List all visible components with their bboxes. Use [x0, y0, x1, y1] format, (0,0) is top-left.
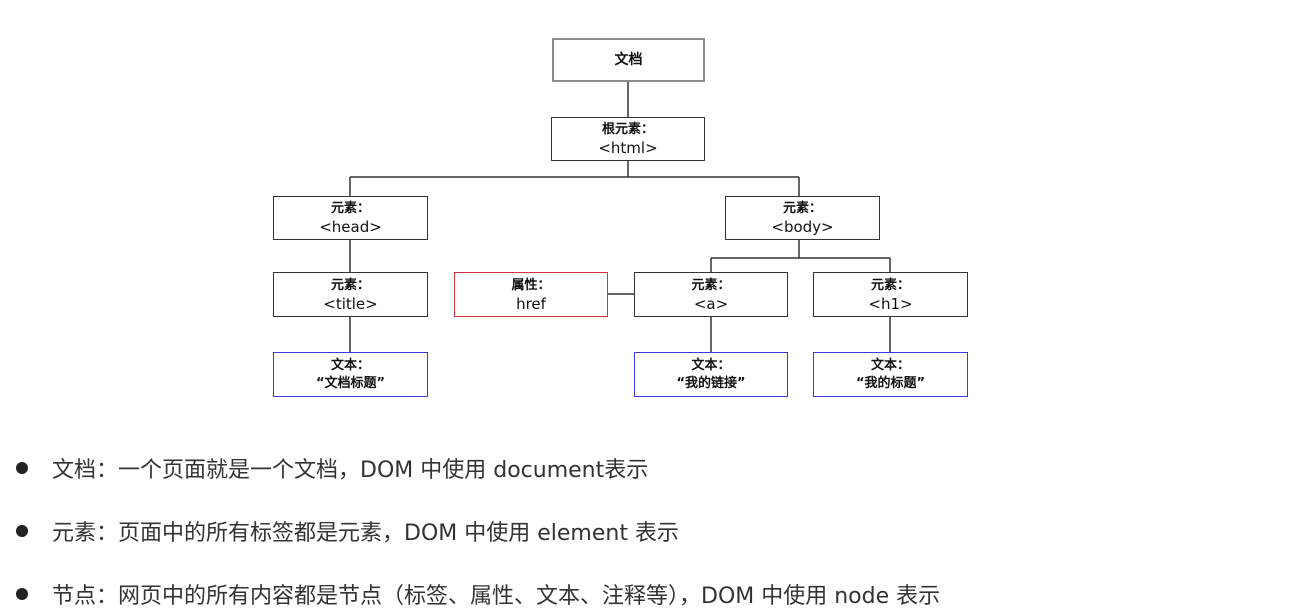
node-text-title-label: 文本： — [330, 357, 370, 373]
bullet-dot-icon — [16, 462, 28, 474]
node-body: 元素： <body> — [725, 196, 880, 240]
node-head-tag: <head> — [319, 218, 382, 236]
node-text-h1: 文本： “我的标题” — [813, 352, 968, 397]
node-attribute-href: 属性： href — [454, 272, 608, 317]
node-a: 元素： <a> — [634, 272, 788, 317]
node-head-label: 元素： — [330, 201, 370, 216]
bullet-element: 元素：页面中的所有标签都是元素，DOM 中使用 element 表示 — [16, 511, 679, 551]
node-attr-label: 属性： — [511, 277, 551, 293]
node-h1: 元素： <h1> — [813, 272, 968, 317]
node-text-a-label: 文本： — [691, 357, 731, 373]
node-root-tag: <html> — [598, 139, 658, 157]
node-text-h1-label: 文本： — [870, 357, 910, 373]
node-attr-name: href — [516, 294, 546, 313]
node-text-title: 文本： “文档标题” — [273, 352, 428, 397]
node-title-label: 元素： — [330, 277, 370, 293]
bullet-dot-icon — [16, 588, 28, 600]
node-a-label: 元素： — [691, 277, 731, 293]
node-h1-label: 元素： — [870, 277, 910, 293]
node-document: 文档 — [552, 38, 705, 82]
bullet-document: 文档：一个页面就是一个文档，DOM 中使用 document表示 — [16, 448, 648, 488]
dom-tree-diagram — [349, 82, 891, 352]
bullet-dot-icon — [16, 525, 28, 537]
node-text-h1-value: “我的标题” — [855, 375, 926, 391]
node-head: 元素： <head> — [273, 196, 428, 240]
node-root-label: 根元素： — [601, 122, 654, 137]
node-text-a-value: “我的链接” — [676, 375, 746, 391]
node-body-label: 元素： — [782, 201, 822, 216]
node-root-html: 根元素： <html> — [551, 117, 705, 161]
bullet-node: 节点：网页中的所有内容都是节点（标签、属性、文本、注释等），DOM 中使用 no… — [16, 574, 940, 614]
node-document-label: 文档 — [614, 52, 643, 68]
node-body-tag: <body> — [771, 218, 834, 236]
node-title: 元素： <title> — [273, 272, 428, 317]
bullet-element-text: 元素：页面中的所有标签都是元素，DOM 中使用 element 表示 — [52, 521, 679, 546]
node-text-a: 文本： “我的链接” — [634, 352, 788, 397]
node-title-tag: <title> — [323, 294, 378, 313]
node-h1-tag: <h1> — [868, 294, 913, 313]
bullet-node-text: 节点：网页中的所有内容都是节点（标签、属性、文本、注释等），DOM 中使用 no… — [52, 584, 941, 609]
node-a-tag: <a> — [693, 294, 729, 313]
node-text-title-value: “文档标题” — [315, 375, 386, 391]
bullet-document-text: 文档：一个页面就是一个文档，DOM 中使用 document表示 — [52, 458, 649, 483]
